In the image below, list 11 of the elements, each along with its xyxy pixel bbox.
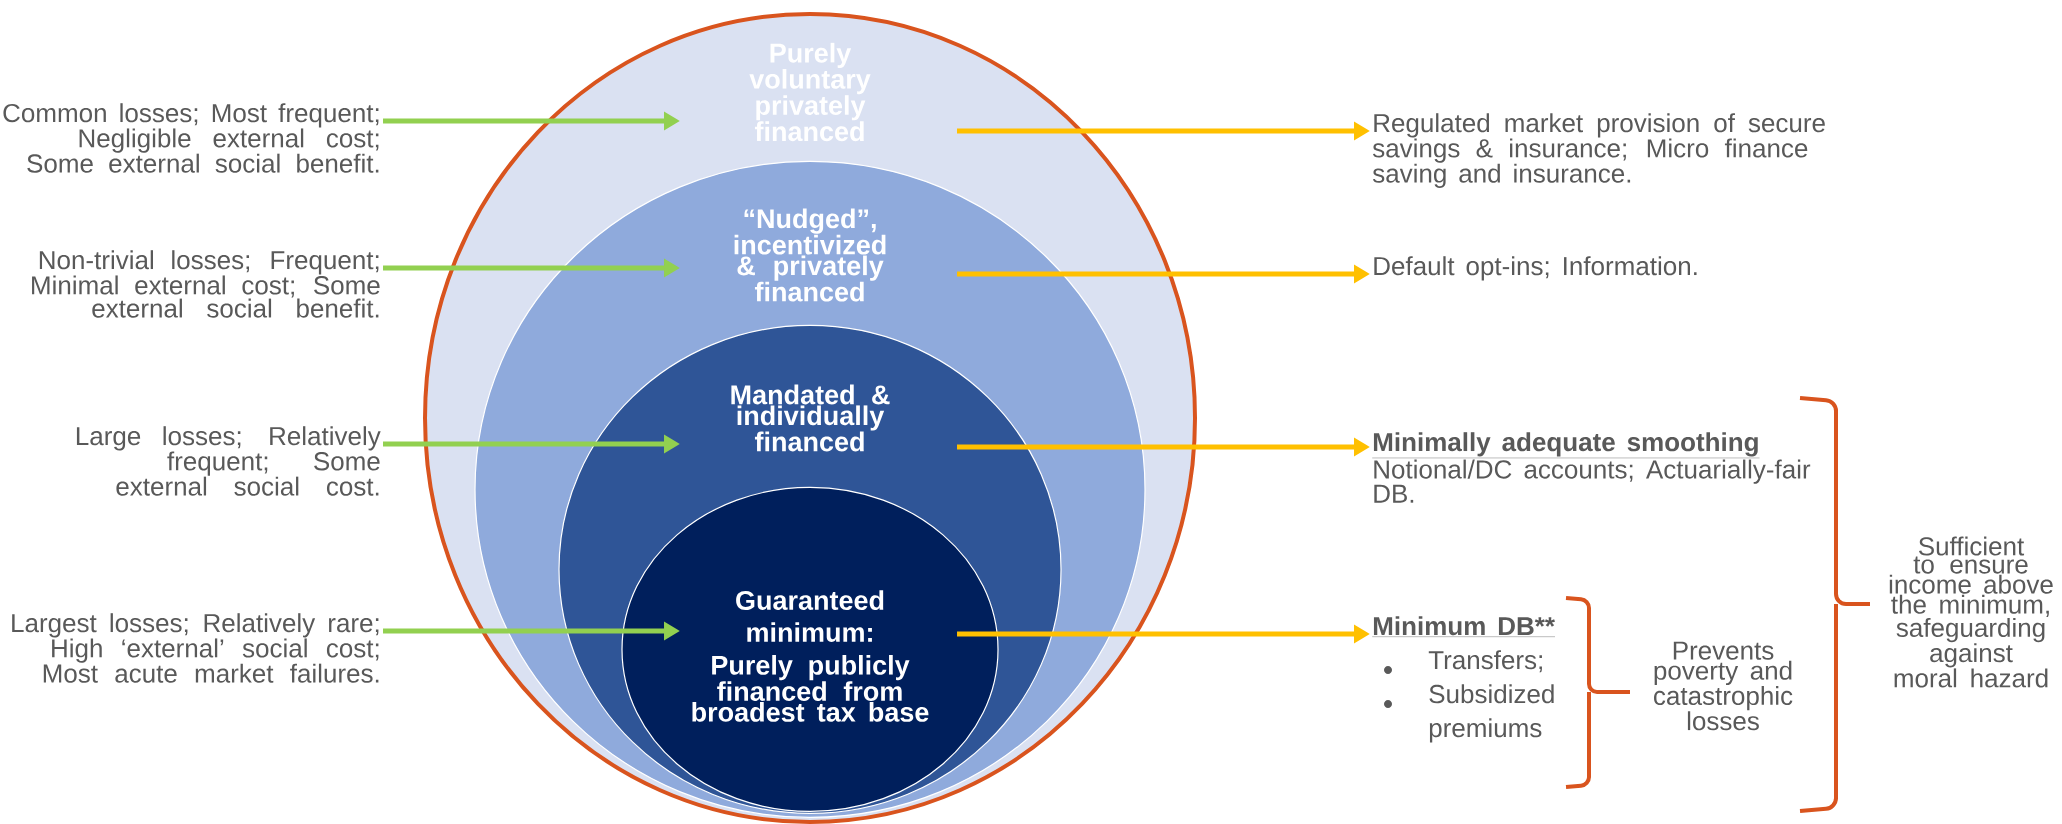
description-text: Minimum DB** Transfers; Subsidized premiums [1372, 616, 1556, 743]
description-text: Regulated market provision of secure savings & insurance; Micro finance saving and insurance. [1372, 113, 1825, 188]
description-text: Largest losses; Relatively rare; High ‘external’ social cost; Most acute market failures. [12, 613, 379, 683]
description-text: Large losses; Relatively frequent; Some external social cost. [76, 426, 381, 496]
description-text: Non-trivial losses; Frequent; Minimal external cost; Some external social benefit. [32, 250, 380, 318]
bracket-note: Prevents poverty and catastrophic losses [1654, 641, 1793, 731]
bracket-note: Sufficient to ensure income above the minimum, safeguarding against moral hazard [1889, 536, 2053, 688]
description-text: Minimally adequate smoothing Notional/DC accounts; Actuarially-fair DB. [1372, 432, 1811, 503]
ellipse-tier: Guaranteed minimum: Purely publicly financed from broadest tax base [621, 486, 999, 812]
description-text: Default opt-ins; Information. [1374, 256, 1697, 281]
description-text: Common losses; Most frequent; Negligible external cost; Some external social benefit. [3, 103, 379, 173]
